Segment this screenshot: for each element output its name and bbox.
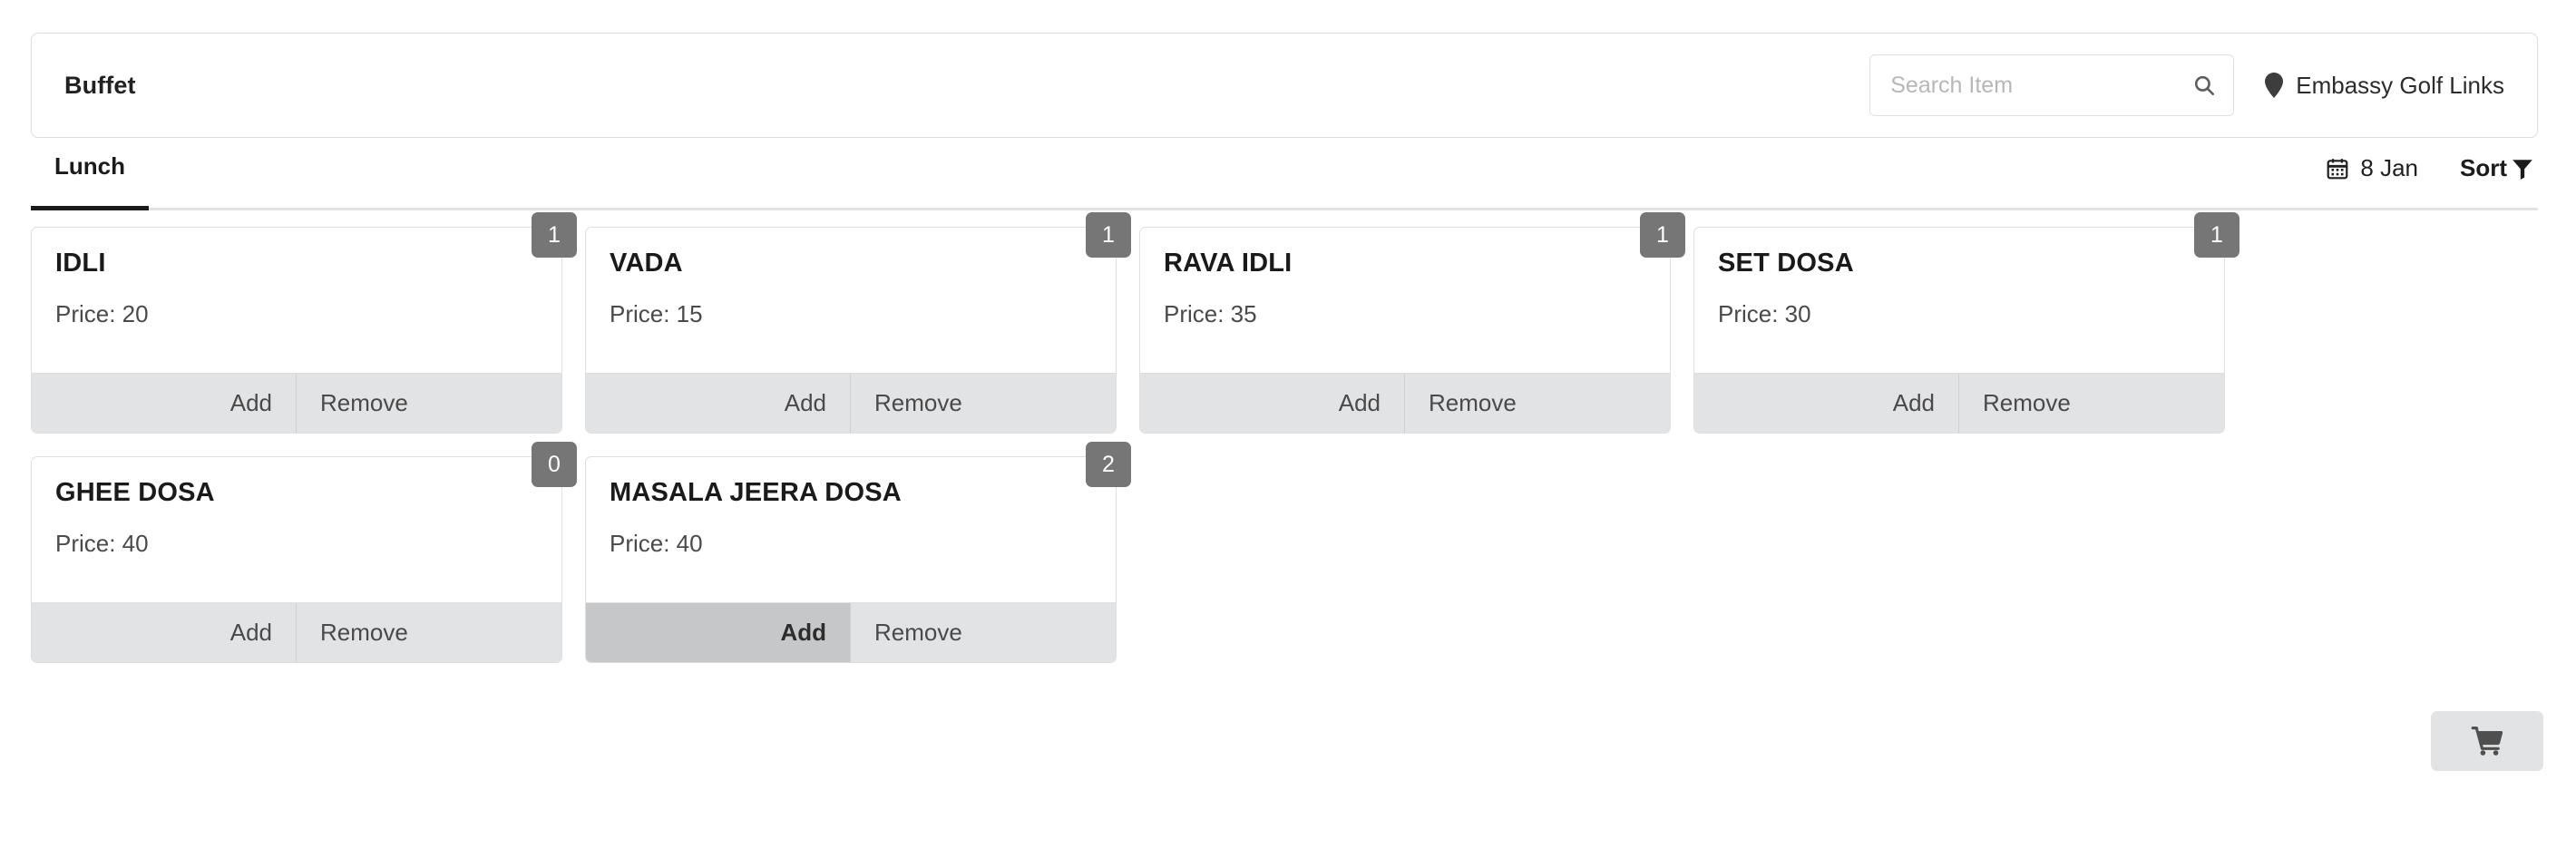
tabbar-divider <box>31 208 2538 210</box>
tab-active-underline <box>31 206 149 210</box>
tab-lunch-label: Lunch <box>54 152 125 180</box>
menu-item-name: MASALA JEERA DOSA <box>610 478 902 507</box>
menu-item-name: RAVA IDLI <box>1164 249 1293 278</box>
calendar-icon <box>2326 157 2349 181</box>
shopping-cart-icon <box>2471 727 2503 756</box>
add-button[interactable]: Add <box>586 374 851 433</box>
menu-item-body: VADA Price: 15 <box>586 228 1116 373</box>
quantity-badge: 2 <box>1086 442 1131 487</box>
menu-item-body: MASALA JEERA DOSA Price: 40 <box>586 457 1116 602</box>
menu-item-price: Price: 30 <box>1718 299 1811 327</box>
date-picker[interactable]: 8 Jan <box>2326 154 2418 182</box>
sort-label: Sort <box>2460 154 2507 181</box>
menu-item-body: SET DOSA Price: 30 <box>1694 228 2224 373</box>
menu-item-name: VADA <box>610 249 683 278</box>
page-title: Buffet <box>64 71 136 99</box>
remove-button[interactable]: Remove <box>1959 374 2224 433</box>
menu-item-price: Price: 40 <box>610 529 703 557</box>
quantity-badge: 1 <box>2194 212 2239 258</box>
menu-item-name: SET DOSA <box>1718 249 1854 278</box>
menu-item-price: Price: 35 <box>1164 299 1257 327</box>
location-label: Embassy Golf Links <box>2296 71 2504 99</box>
menu-item-name: GHEE DOSA <box>55 478 215 507</box>
remove-button[interactable]: Remove <box>297 603 561 662</box>
header-panel: Buffet Embassy Golf Links <box>31 33 2538 138</box>
map-pin-icon <box>2265 73 2284 98</box>
remove-button[interactable]: Remove <box>297 374 561 433</box>
menu-item-body: IDLI Price: 20 <box>32 228 561 373</box>
tab-bar: Lunch <box>31 143 2538 210</box>
tabbar-right-group: 8 Jan Sort <box>2326 143 2538 182</box>
remove-button[interactable]: Remove <box>851 374 1116 433</box>
add-button[interactable]: Add <box>586 603 851 662</box>
location-indicator[interactable]: Embassy Golf Links <box>2265 72 2504 100</box>
quantity-badge: 1 <box>1640 212 1685 258</box>
quantity-badge: 1 <box>1086 212 1131 258</box>
menu-item-price: Price: 40 <box>55 529 149 557</box>
search-box <box>1869 54 2235 116</box>
quantity-badge: 1 <box>532 212 577 258</box>
tab-lunch[interactable]: Lunch <box>31 143 149 210</box>
remove-button[interactable]: Remove <box>1405 374 1670 433</box>
cart-button[interactable] <box>2431 711 2543 771</box>
menu-item-price: Price: 15 <box>610 299 703 327</box>
filter-funnel-icon <box>2511 157 2534 181</box>
add-button[interactable]: Add <box>1140 374 1405 433</box>
remove-button[interactable]: Remove <box>851 603 1116 662</box>
add-button[interactable]: Add <box>32 374 297 433</box>
menu-item-name: IDLI <box>55 249 106 278</box>
quantity-badge: 0 <box>532 442 577 487</box>
add-button[interactable]: Add <box>32 603 297 662</box>
menu-item-body: RAVA IDLI Price: 35 <box>1140 228 1670 373</box>
date-label: 8 Jan <box>2360 154 2418 181</box>
menu-item-body: GHEE DOSA Price: 40 <box>32 457 561 602</box>
menu-item-price: Price: 20 <box>55 299 149 327</box>
sort-button[interactable]: Sort <box>2460 154 2534 182</box>
add-button[interactable]: Add <box>1694 374 1959 433</box>
header-right-group: Embassy Golf Links <box>1869 54 2504 116</box>
search-input[interactable] <box>1869 54 2235 116</box>
